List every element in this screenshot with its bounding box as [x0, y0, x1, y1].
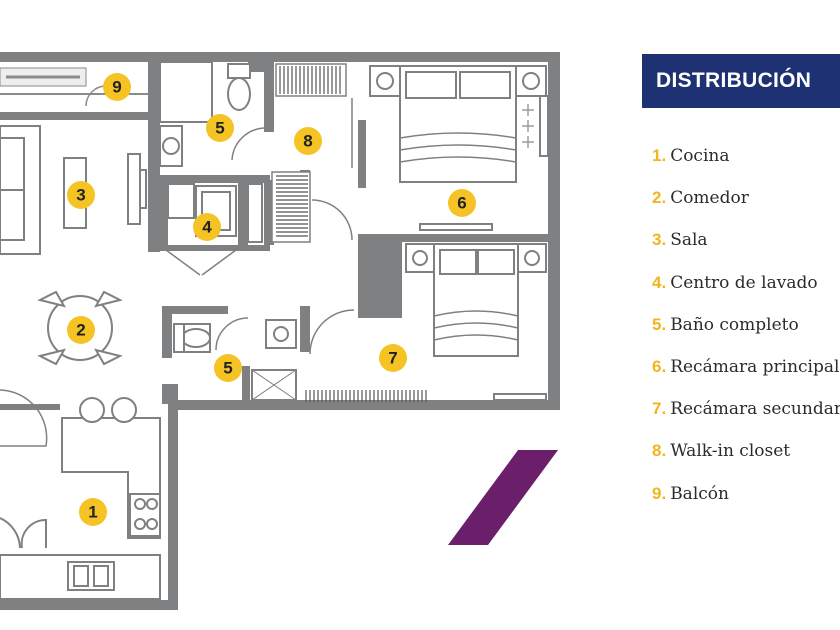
svg-text:7: 7 [388, 349, 397, 368]
svg-text:5: 5 [215, 119, 224, 138]
legend-number: 3. [652, 230, 667, 250]
legend-label: Recámara secundaria [670, 399, 840, 420]
legend-number: 7. [652, 399, 667, 419]
svg-text:4: 4 [202, 218, 212, 237]
legend-item-bano: 5.Baño completo [652, 309, 840, 351]
legend-item-balcon: 9.Balcón [652, 478, 840, 520]
walls [0, 52, 560, 610]
legend-number: 1. [652, 146, 667, 165]
north-stripe [448, 450, 558, 545]
legend-item-cocina: 1.Cocina [652, 140, 840, 182]
legend-item-recamara-secundaria: 7.Recámara secundaria [652, 393, 840, 435]
legend-label: Comedor [670, 188, 749, 209]
legend-title: DISTRIBUCIÓN [642, 54, 840, 108]
legend-item-lavado: 4.Centro de lavado [652, 267, 840, 309]
room-marker-1: 1 [79, 498, 107, 526]
legend-label: Cocina [670, 146, 730, 166]
svg-text:5: 5 [223, 359, 232, 378]
legend-item-comedor: 2.Comedor [652, 182, 840, 224]
secondary-bed [309, 243, 547, 401]
room-marker-6: 6 [448, 189, 476, 217]
closet-hatching [276, 66, 341, 237]
floor-plan: 9 5 8 3 4 6 2 5 7 1 [0, 52, 560, 610]
master-bed [369, 65, 549, 231]
tv-unit [127, 153, 147, 225]
legend-number: 9. [652, 483, 667, 503]
svg-text:1: 1 [88, 503, 97, 522]
room-marker-7: 7 [379, 344, 407, 372]
legend-number: 6. [652, 356, 667, 376]
svg-text:9: 9 [112, 78, 121, 97]
room-marker-4: 4 [193, 213, 221, 241]
room-marker-9: 9 [103, 73, 131, 101]
svg-text:8: 8 [303, 132, 312, 151]
legend-number: 4. [652, 272, 667, 292]
svg-text:6: 6 [457, 194, 466, 213]
entry-door-arc [0, 389, 48, 447]
legend-label: Recámara principal [670, 356, 840, 377]
kitchen-counter [0, 397, 161, 600]
master-decor [522, 104, 534, 148]
legend-item-recamara-principal: 6.Recámara principal [652, 351, 840, 393]
svg-text:2: 2 [76, 321, 85, 340]
bathroom-lower-fixtures [173, 317, 297, 401]
legend-item-walk-in-closet: 8.Walk-in closet [652, 435, 840, 477]
secondary-closet-hatching [305, 390, 427, 402]
legend-label: Centro de lavado [670, 272, 818, 293]
legend-list: 1.Cocina 2.Comedor 3.Sala 4.Centro de la… [652, 140, 840, 520]
legend-label: Walk-in closet [670, 441, 791, 462]
legend-label: Baño completo [670, 314, 799, 335]
svg-text:3: 3 [76, 186, 85, 205]
legend-number: 2. [652, 188, 667, 208]
bathroom-upper-fixtures [159, 61, 265, 167]
room-marker-8: 8 [294, 127, 322, 155]
room-marker-5-upper: 5 [206, 114, 234, 142]
legend-number: 5. [652, 314, 667, 334]
legend-label: Balcón [670, 483, 729, 504]
legend-number: 8. [652, 441, 667, 461]
room-marker-5-lower: 5 [214, 354, 242, 382]
room-marker-3: 3 [67, 181, 95, 209]
legend-label: Sala [670, 230, 708, 251]
sofa [0, 125, 41, 255]
legend-item-sala: 3.Sala [652, 224, 840, 266]
room-marker-2: 2 [67, 316, 95, 344]
balcony-rail [0, 67, 148, 107]
